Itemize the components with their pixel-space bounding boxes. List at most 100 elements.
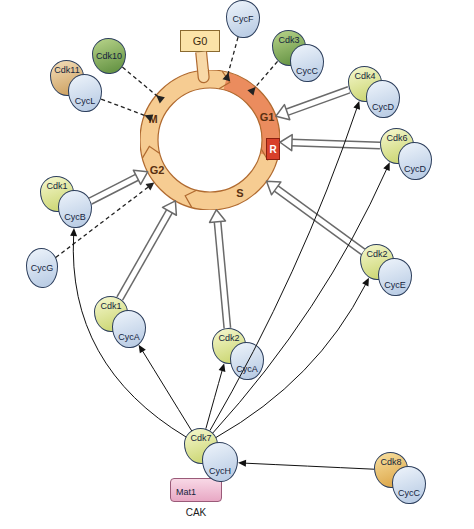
node-label: R <box>269 144 276 155</box>
dashed-arrow <box>122 67 161 100</box>
restriction-point-box: R <box>266 138 280 160</box>
cyclin-subunit: CycD <box>366 80 400 118</box>
node-label: Cdk2 <box>366 249 387 259</box>
arrow-head <box>162 201 176 215</box>
arrow-head <box>70 228 77 236</box>
dashed-arrow <box>227 37 239 79</box>
cyclin-subunit: CycB <box>58 190 92 228</box>
connector <box>238 460 374 469</box>
node-label: CycC <box>296 66 318 76</box>
ring-band-fill <box>149 79 271 201</box>
thin-arrow <box>245 463 374 469</box>
arrow-head <box>267 181 281 195</box>
node-label: CycC <box>398 488 420 498</box>
arrow-head <box>139 345 146 354</box>
phase-chevron <box>142 146 159 158</box>
connector <box>267 181 363 251</box>
arrow-shaft <box>291 143 380 146</box>
arrow-shaft-outline <box>120 210 170 298</box>
ring-outline <box>158 88 262 192</box>
phase-chevron <box>185 190 196 207</box>
band-fill <box>201 52 204 77</box>
node-label: CycA <box>236 364 258 374</box>
arrow-head <box>156 95 165 103</box>
node-label: CycH <box>209 466 231 476</box>
arrow-head <box>133 170 147 184</box>
dashed-arrow <box>101 99 151 118</box>
phase-label: G1 <box>260 111 275 123</box>
cyclin-subunit: CycE <box>378 258 412 296</box>
cell-cycle-ring: M G1G2S R <box>140 70 280 210</box>
arrow-shaft <box>217 220 227 328</box>
node-label: CycL <box>75 96 96 106</box>
node-label: Cdk4 <box>354 71 375 81</box>
cyclin-subunit: CycG <box>26 248 58 288</box>
connector <box>206 363 226 428</box>
node-label: Cdk8 <box>380 457 401 467</box>
node-label: CycE <box>384 280 406 290</box>
connector <box>276 90 349 120</box>
cyclin-subunit: CycC <box>290 44 324 82</box>
arrow-head <box>383 162 389 171</box>
phase-label: G2 <box>150 164 165 176</box>
phase-label: M <box>148 113 157 125</box>
arrow-head <box>353 101 360 110</box>
ring-band <box>140 70 280 210</box>
connector <box>216 278 369 438</box>
arrow-head <box>219 363 226 372</box>
node-label: Cdk2 <box>218 333 239 343</box>
connector <box>247 61 277 95</box>
mat1-box: Mat1 <box>170 478 222 502</box>
thin-arrow <box>216 284 366 437</box>
phase-chevron <box>219 71 230 89</box>
arrow-head <box>276 105 290 120</box>
arrow-head <box>146 182 155 190</box>
node-label: CycD <box>404 164 426 174</box>
phase-label: S <box>236 187 243 199</box>
cyclin-subunit: CycF <box>226 0 260 38</box>
cdk-subunit: Cdk10 <box>92 38 126 74</box>
cyclin-subunit: CycA <box>112 310 146 348</box>
dashed-arrow <box>56 187 149 258</box>
arrow-shaft-outline <box>291 143 380 146</box>
connector <box>56 182 155 257</box>
dashed-arrow <box>251 61 278 92</box>
cyclin-subunit: CycC <box>392 466 426 504</box>
node-label: Cdk1 <box>100 301 121 311</box>
phase-box: G0 <box>180 30 220 52</box>
node-label: Cdk1 <box>46 181 67 191</box>
arrow-shaft <box>286 90 349 113</box>
node-label: Cdk10 <box>96 51 122 61</box>
connector <box>70 228 186 437</box>
connector <box>90 170 147 201</box>
arrow-shaft-outline <box>217 220 227 328</box>
arrow-head <box>362 278 369 287</box>
cyclin-subunit: CycL <box>68 74 102 112</box>
arrow-shaft-outline <box>90 177 138 202</box>
node-label: CycA <box>118 332 140 342</box>
cyclin-subunit: CycH <box>202 442 238 482</box>
cyclin-subunit: CycA <box>230 342 264 380</box>
band-outline <box>201 52 204 77</box>
ring-outline <box>140 70 280 210</box>
node-label: G0 <box>193 35 208 47</box>
thin-arrow <box>73 235 186 437</box>
thin-arrow <box>213 169 387 433</box>
node-label: CycF <box>233 14 254 24</box>
connector <box>222 37 238 81</box>
arrow-head <box>238 460 246 467</box>
arrow-head <box>222 72 230 81</box>
arrow-head <box>210 210 226 223</box>
arrow-shaft <box>120 210 170 298</box>
node-label: Cdk3 <box>278 35 299 45</box>
node-label: Cdk11 <box>54 65 79 75</box>
thin-arrow <box>210 108 357 431</box>
node-label: CycD <box>372 102 394 112</box>
arrow-shaft-outline <box>286 90 349 113</box>
thin-arrow <box>206 370 222 429</box>
connector <box>210 210 228 328</box>
node-label: CycG <box>31 263 54 273</box>
arrow-head <box>247 87 255 96</box>
connector <box>280 135 380 151</box>
arrow-head <box>144 114 153 121</box>
